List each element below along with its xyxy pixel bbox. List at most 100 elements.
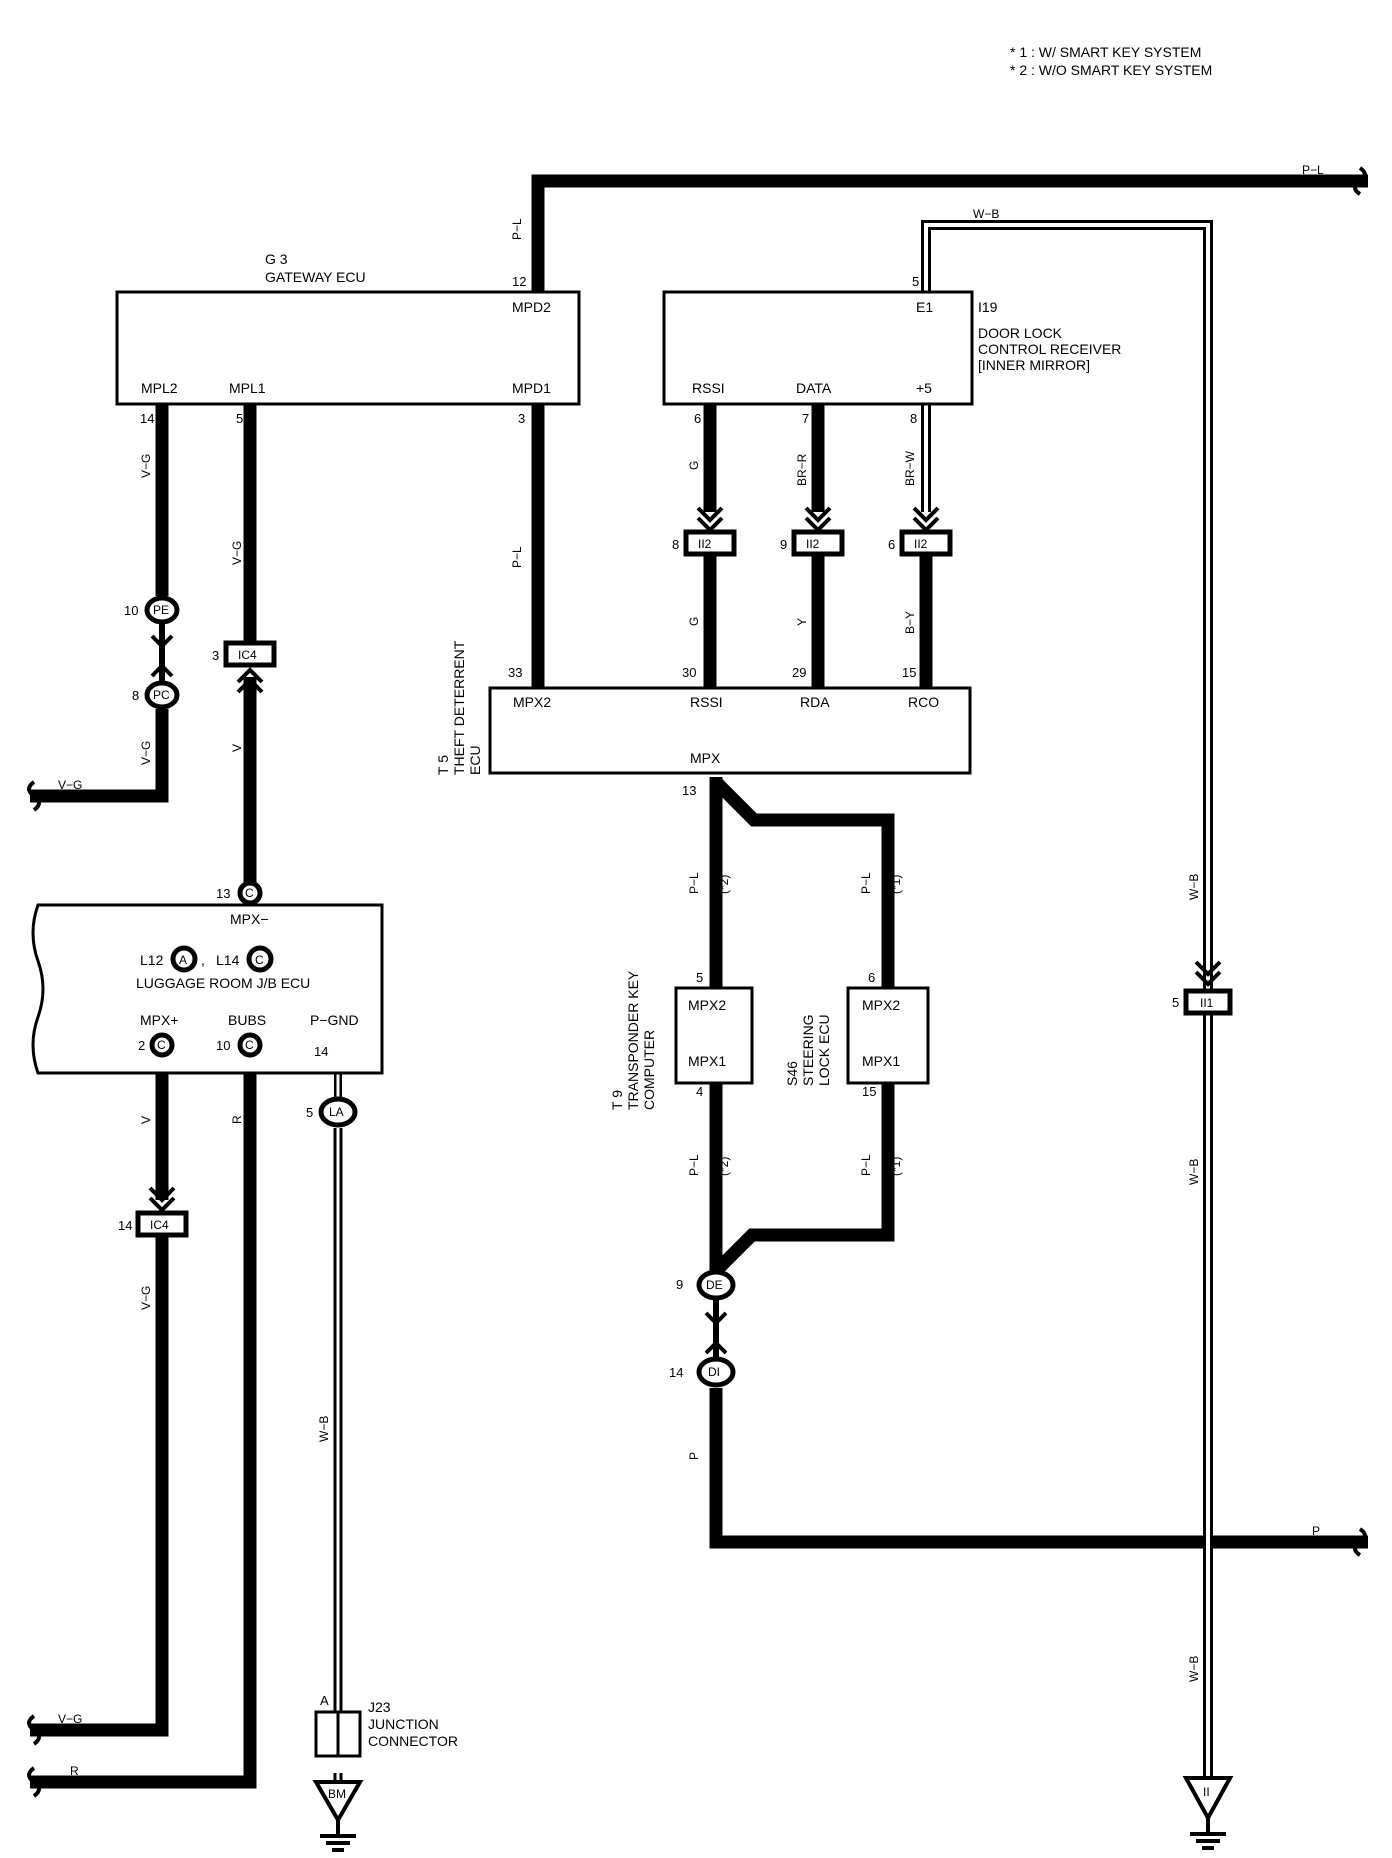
t9-pin-mpx1: 4 [696, 1084, 703, 1099]
svg-text:(*1): (*1) [889, 1157, 903, 1176]
wlbl-vg-end2: V−G [58, 1712, 82, 1726]
svg-text:G: G [687, 617, 701, 626]
j23-code: J23 [368, 1699, 391, 1715]
pin-ic4-14: 14 [118, 1218, 132, 1233]
lug-l14: L14 [216, 952, 240, 968]
lug-pin-mpxm: 13 [216, 886, 230, 901]
svg-text:W−B: W−B [1187, 874, 1201, 900]
pin-ic4-3: 3 [212, 648, 219, 663]
conn-di: DI [708, 1365, 720, 1379]
i19-data: DATA [796, 380, 832, 396]
pin-circles [149, 880, 274, 1058]
svg-text:G: G [687, 461, 701, 470]
pin-ii2-9: 9 [780, 537, 787, 552]
t5-mpx2: MPX2 [513, 694, 551, 710]
lug-pin-pgnd: 14 [314, 1044, 328, 1059]
t9-label: T 9 TRANSPONDER KEY COMPUTER [609, 970, 657, 1110]
i19-pin-p5: 8 [910, 411, 917, 426]
note-2: * 2 : W/O SMART KEY SYSTEM [1010, 62, 1212, 78]
s46-pin-mpx1: 15 [862, 1084, 876, 1099]
s46-pin-mpx2: 6 [868, 970, 875, 985]
wire-pl-s46-upper [711, 777, 895, 988]
wire-labels-vertical: P−L P−L V−G V−G V−G V−G V V R G G BR−R Y… [139, 218, 1201, 1682]
svg-text:THEFT DETERRENT: THEFT DETERRENT [451, 640, 467, 775]
wire-r-bubs [30, 1050, 257, 1789]
i19-pin-rssi: 6 [694, 411, 701, 426]
svg-text:V−G: V−G [139, 1286, 153, 1310]
g3-pin-mpd2: 12 [512, 274, 526, 289]
svg-text:BR−R: BR−R [795, 453, 809, 486]
s46-mpx1: MPX1 [862, 1053, 900, 1069]
lug-pin-bubs: 10 [216, 1038, 230, 1053]
wlbl-r-end: R [70, 1764, 79, 1778]
svg-text:(*1): (*1) [889, 875, 903, 894]
t5-rssi: RSSI [690, 694, 723, 710]
conn-pe: PE [153, 603, 169, 617]
pin-ii1-5: 5 [1172, 995, 1179, 1010]
svg-text:P−L: P−L [510, 218, 524, 240]
t9-mpx2: MPX2 [688, 997, 726, 1013]
pin-pc-8: 8 [132, 688, 139, 703]
wire-p-bus [709, 1388, 1368, 1549]
t5-box [488, 686, 972, 775]
j23-name1: JUNCTION [368, 1716, 439, 1732]
t5-pin-rda: 29 [792, 665, 806, 680]
j23-pin: A [320, 1693, 329, 1708]
svg-text:V−G: V−G [230, 541, 244, 565]
svg-text:T 5: T 5 [435, 755, 451, 775]
t5-pin-mpx: 13 [682, 783, 696, 798]
wire-pl-s46-lower [711, 1083, 895, 1276]
wires-thick [30, 174, 1368, 1789]
g3-mpl2: MPL2 [141, 380, 178, 396]
t5-rco: RCO [908, 694, 939, 710]
lug-pgnd: P−GND [310, 1012, 359, 1028]
svg-text:P−L: P−L [859, 872, 873, 894]
svg-text:V−G: V−G [139, 741, 153, 765]
t5-mpx: MPX [690, 750, 721, 766]
svg-text:COMPUTER: COMPUTER [641, 1030, 657, 1110]
svg-text:V: V [139, 1116, 153, 1124]
g3-pin-mpd1: 3 [518, 411, 525, 426]
t5-pin-rco: 15 [902, 665, 916, 680]
lug-pin-mpxp: 2 [138, 1038, 145, 1053]
s46-mpx2: MPX2 [862, 997, 900, 1013]
lug-pin-c3: C [245, 1038, 254, 1052]
conn-ii: II [1203, 1785, 1210, 1799]
conn-de: DE [706, 1278, 723, 1292]
svg-text:STEERING: STEERING [800, 1014, 816, 1086]
conn-ic4-b: IC4 [150, 1218, 169, 1232]
wlbl-pl-bus: P−L [1302, 163, 1324, 177]
i19-pin-e1: 5 [912, 274, 919, 289]
i19-name1: DOOR LOCK [978, 325, 1063, 341]
t5-rda: RDA [800, 694, 830, 710]
svg-text:W−B: W−B [317, 1416, 331, 1442]
wire-vg-pc [30, 709, 169, 803]
pin-di-14: 14 [669, 1365, 683, 1380]
conn-ii1: II1 [1200, 996, 1214, 1010]
g3-box [115, 290, 581, 406]
lug-l12: L12 [140, 952, 164, 968]
svg-text:ECU: ECU [467, 745, 483, 775]
conn-ii2-a: II2 [698, 537, 712, 551]
lug-bubs: BUBS [228, 1012, 266, 1028]
conn-pc: PC [153, 688, 170, 702]
svg-text:TRANSPONDER KEY: TRANSPONDER KEY [625, 970, 641, 1110]
bus-ends [27, 166, 1367, 1798]
lug-mpxm: MPX− [230, 911, 269, 927]
luggage-box [31, 903, 384, 1075]
lug-name: LUGGAGE ROOM J/B ECU [136, 975, 310, 991]
svg-text:W−B: W−B [1187, 1159, 1201, 1185]
svg-text:V−G: V−G [139, 454, 153, 478]
t9-pin-mpx2: 5 [696, 970, 703, 985]
i19-rssi: RSSI [692, 380, 725, 396]
g3-code: G 3 [265, 251, 288, 267]
pin-pe-10: 10 [124, 603, 138, 618]
svg-text:P−L: P−L [687, 872, 701, 894]
t5-pin-mpx2: 33 [508, 665, 522, 680]
conn-ic4-a: IC4 [238, 648, 257, 662]
svg-text:(*2): (*2) [717, 1157, 731, 1176]
svg-text:V: V [230, 744, 244, 752]
lug-conn-c: C [255, 953, 264, 967]
pin-de-9: 9 [676, 1277, 683, 1292]
svg-text:T 9: T 9 [609, 1090, 625, 1110]
